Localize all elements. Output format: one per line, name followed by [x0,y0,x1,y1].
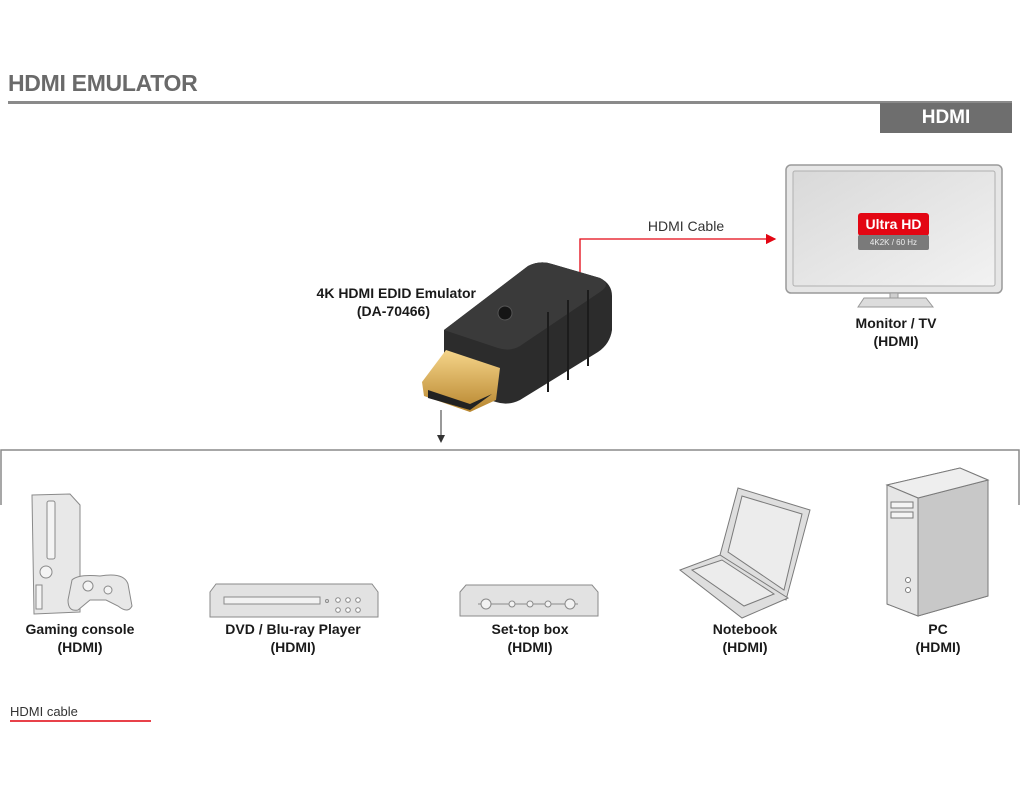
hdmi-emulator-icon [422,262,612,412]
legend-label: HDMI cable [10,704,78,719]
monitor-tv-icon [785,164,1003,308]
device-gaming-console: Gaming console (HDMI) [0,620,180,656]
gaming-console-icon [31,493,133,615]
device-name: Set-top box [491,621,569,637]
source-bracket-line [0,449,1020,505]
title-divider [8,101,1012,104]
emulator-label: 4K HDMI EDID Emulator (DA-70466) [260,284,476,320]
notebook-icon [678,487,811,619]
ultra-hd-badge-sub: 4K2K / 60 Hz [869,238,918,247]
set-top-box-icon [459,584,599,617]
device-name: Gaming console [25,621,135,637]
monitor-name: Monitor / TV [855,315,937,331]
device-notebook: Notebook (HDMI) [645,620,845,656]
page-title: HDMI EMULATOR [8,70,198,96]
device-name: DVD / Blu-ray Player [225,621,361,637]
device-port: (HDMI) [270,639,316,655]
device-port: (HDMI) [507,639,553,655]
device-port: (HDMI) [57,639,103,655]
device-dvd-player: DVD / Blu-ray Player (HDMI) [193,620,393,656]
device-port: (HDMI) [915,639,961,655]
emulator-name: 4K HDMI EDID Emulator [316,285,476,301]
monitor-label: Monitor / TV (HDMI) [796,314,996,350]
pc-tower-icon [885,467,990,617]
device-name: Notebook [712,621,778,637]
dvd-player-icon [209,583,379,618]
ultra-hd-badge-title: Ultra HD [865,216,922,232]
device-set-top-box: Set-top box (HDMI) [430,620,630,656]
device-port: (HDMI) [722,639,768,655]
monitor-port: (HDMI) [873,333,919,349]
hdmi-cable-line [579,233,777,274]
device-name: PC [928,621,948,637]
device-pc: PC (HDMI) [838,620,1024,656]
emulator-model: (DA-70466) [356,303,430,319]
category-tag: HDMI [880,103,1012,133]
hdmi-cable-label: HDMI Cable [647,218,725,234]
legend-line [10,720,151,722]
